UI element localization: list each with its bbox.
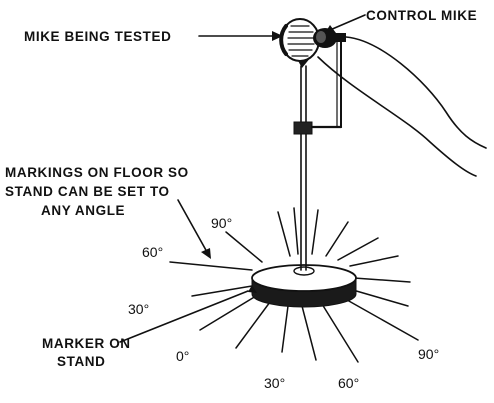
stand-post <box>300 65 307 271</box>
label-floor-markings-line2: STAND CAN BE SET TO <box>5 184 170 199</box>
label-control-mike: CONTROL MIKE <box>366 8 477 23</box>
stand-clamp-arm <box>293 41 343 135</box>
label-floor-markings-line1: MARKINGS ON FLOOR SO <box>5 165 189 180</box>
label-floor-markings-line3: ANY ANGLE <box>41 203 125 218</box>
floor-angle-markings <box>169 207 419 363</box>
angle-label-30-bottom: 30° <box>264 375 285 391</box>
angle-label-90-top: 90° <box>211 215 232 231</box>
microphone-cables <box>317 36 487 177</box>
stand-marker <box>248 285 257 293</box>
angle-label-60-bottom: 60° <box>338 375 359 391</box>
angle-label-0: 0° <box>176 348 189 364</box>
angle-label-60-left: 60° <box>142 244 163 260</box>
leader-arrowheads <box>201 25 336 259</box>
angle-label-90-right: 90° <box>418 346 439 362</box>
label-mike-being-tested: MIKE BEING TESTED <box>24 29 171 44</box>
label-marker-on-stand-line1: MARKER ON <box>42 336 131 351</box>
angle-label-30-left: 30° <box>128 301 149 317</box>
tested-microphone <box>279 18 320 68</box>
label-marker-on-stand-line2: STAND <box>57 354 106 369</box>
leader-lines <box>119 14 366 343</box>
stand-base <box>251 264 357 308</box>
